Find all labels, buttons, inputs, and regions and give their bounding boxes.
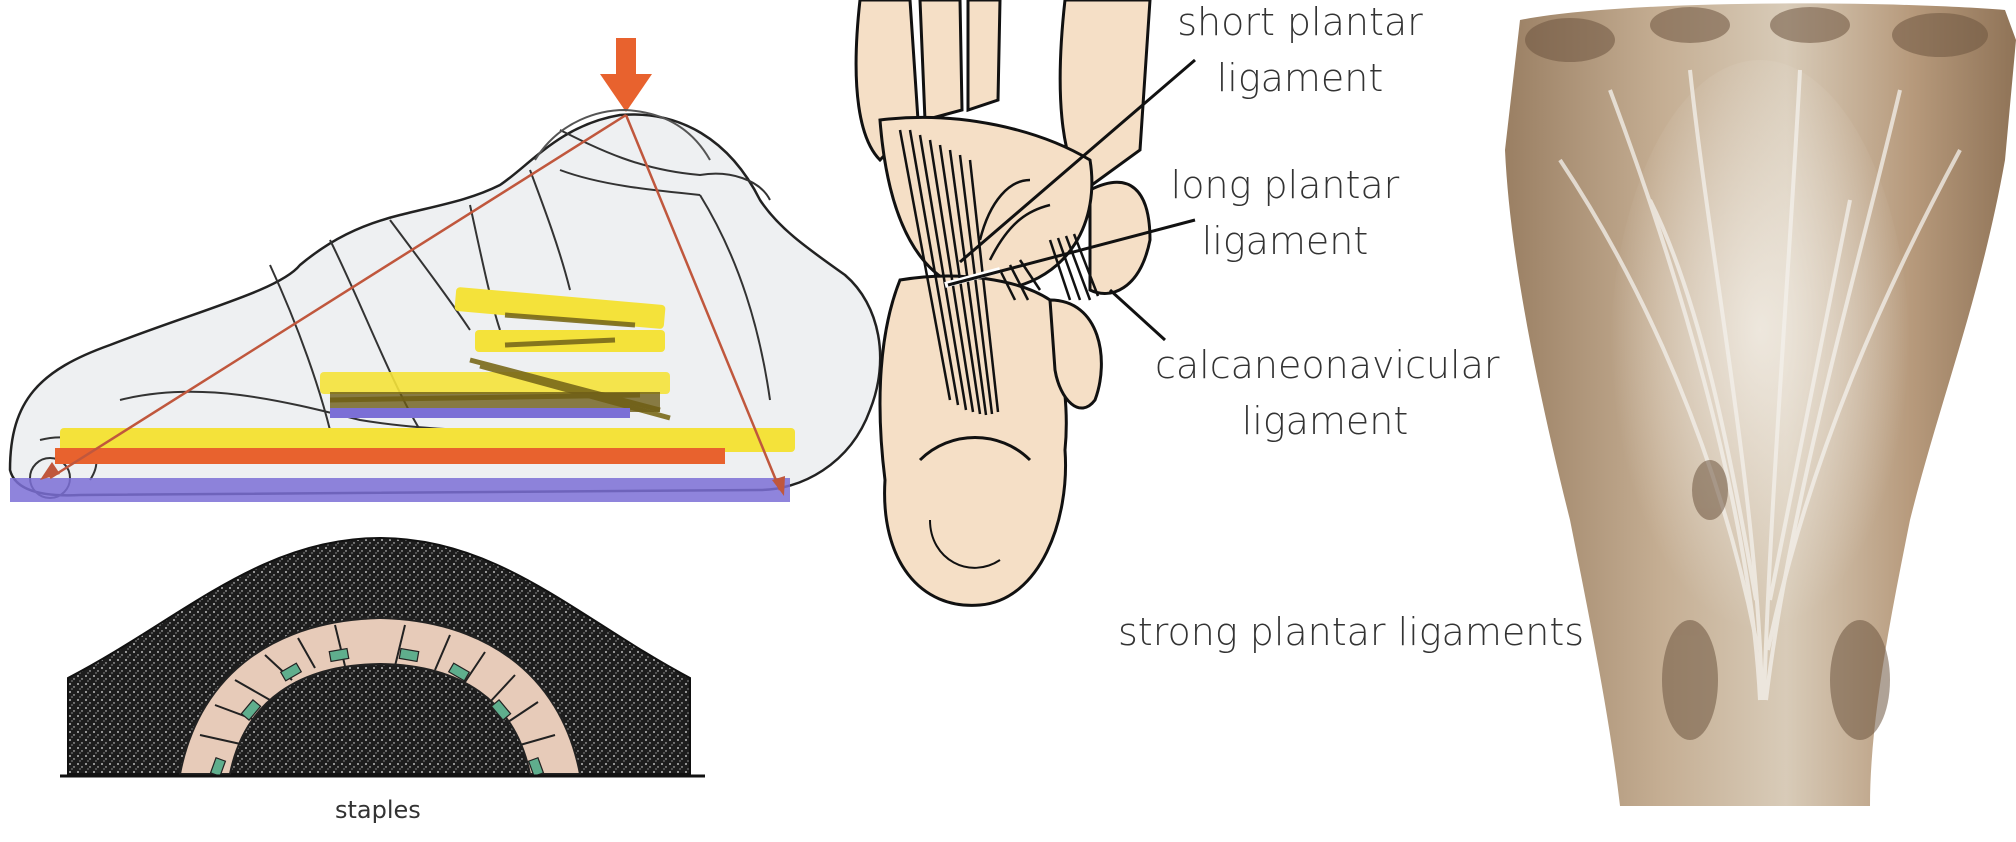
ligament-band-4 — [330, 392, 660, 412]
arch-stones — [178, 616, 582, 775]
ligament-band-1 — [454, 287, 666, 329]
plantar-tie-purple — [10, 478, 790, 502]
ligament-band-5 — [60, 428, 795, 452]
plantar-dissection-photo — [1500, 0, 2016, 806]
plantar-tie-orange — [55, 448, 725, 464]
pointer-lines — [947, 58, 1196, 342]
label-long-plantar-ligament: long plantar ligament — [1170, 163, 1400, 263]
foot-outline — [8, 113, 882, 497]
label-strong-plantar-ligaments: strong plantar ligaments — [1118, 610, 1585, 654]
ligament-purple-upper — [330, 408, 630, 418]
arch-bridge-illustration — [60, 530, 710, 790]
label-calcaneonavicular-ligament: calcaneonavicular ligament — [1155, 343, 1500, 443]
down-arrow-icon — [600, 38, 652, 112]
foot-arch-diagram — [0, 0, 900, 520]
label-short-plantar-ligament: short plantar ligament — [1177, 0, 1423, 100]
ligament-band-3 — [320, 372, 670, 394]
calcaneus-bone — [878, 274, 1068, 607]
caption-staples: staples — [335, 796, 421, 824]
foot-bones-plantar-illustration — [840, 0, 1200, 620]
